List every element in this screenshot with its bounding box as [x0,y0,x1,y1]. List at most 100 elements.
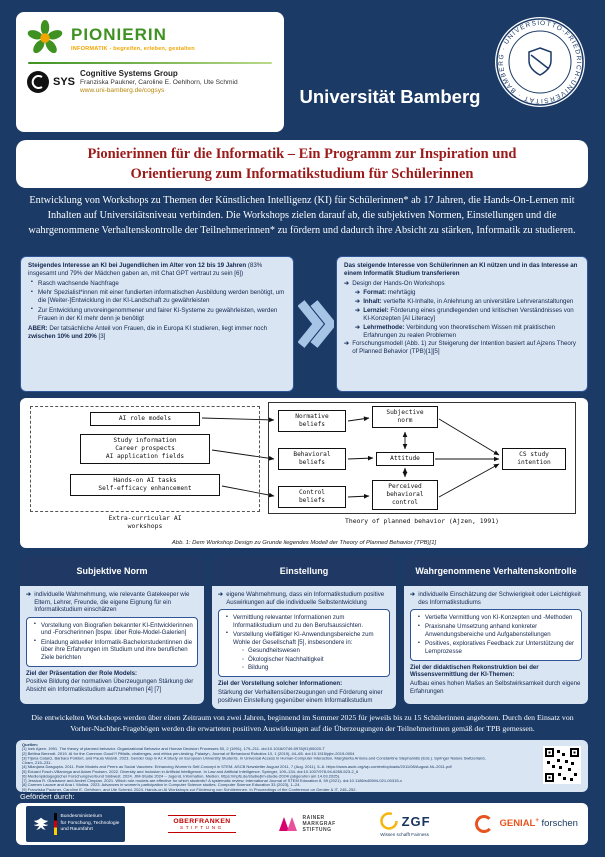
column-intro: eigene Wahrnehmung, dass ein Informatiks… [226,591,385,606]
tpb-diagram: AI role models Study information Career … [20,398,588,548]
oberfranken-wordmark: OBERFRANKEN [173,817,231,825]
goal-item: ➔ Inhalt: vertiefte KI-Inhalte, in Anleh… [355,298,580,306]
reference-item: [7] Jessica R. Gladstone and Andrei Cimp… [22,779,402,784]
interest-box: Steigendes Interesse an KI bei Jugendlic… [20,256,294,392]
node-control-beliefs: Control beliefs [278,486,346,509]
sub-bullet-item: Ökologischer Nachhaltigkeit [242,656,385,664]
column-intro: individuelle Einschätzung der Schwierigk… [418,591,581,606]
bullet-item: Rasch wachsende Nachfrage [31,279,286,288]
column-body: ➔ individuelle Wahrnehmung, wie relevant… [20,586,204,704]
aber-range: zwischen 10% und 20% [28,332,97,340]
arrow-icon: ➔ [355,323,361,331]
tpb-group-frame [268,402,576,514]
goal-item-label: Inhalt: [363,297,382,305]
column-header: Einstellung [212,556,396,586]
reference-item: [6] Medienpädagogischer Forschungsverbun… [22,774,341,779]
aber-text: Der tatsächliche Anteil von Frauen, die … [49,324,268,332]
bullet-item: Mehr Spezialist*innen mit einer fundiert… [31,289,286,305]
references-label: Quellen: [22,743,39,748]
measures-box: Vorstellung von Biografien bekannter KI-… [26,616,198,667]
interest-bullet-list: Rasch wachsende Nachfrage Mehr Spezialis… [28,279,286,323]
workshops-group-frame [30,406,260,512]
pionierin-flower-icon [27,19,63,54]
zgf-wordmark: ZGF [401,813,431,829]
cogsys-url-link[interactable]: www.uni-bamberg.de/cogsys [80,87,165,94]
goal-label: Ziel der didaktischen Rekonstruktion bei… [410,663,539,679]
bmftr-name: Bundesministerium für Forschung, Technol… [60,814,120,833]
genial-plus: + [535,818,539,825]
node-perceived-behavioral-control: Perceived behavioral control [372,480,438,511]
goal-item-text: Design der Hands-On Workshops [352,279,445,287]
cogsys-logo-text: SYS [53,75,76,88]
genial-swirl-icon [475,815,494,833]
node-subjective-norm: Subjective norm [372,406,438,429]
arrow-icon: ➔ [344,279,350,287]
goal-item-text: mehrtägig [387,288,416,296]
goal-item: ➔ Lernziel: Förderung eines grundlegende… [355,307,580,323]
reference-item: [2] Bettina Berendt. 2019. AI for the Co… [22,752,355,757]
column-verhaltenskontrolle: Wahrgenommene Verhaltenskontrolle ➔ indi… [404,556,588,704]
university-seal-icon: OTTO-FRIEDRICH-UNIVERSITÄT · BAMBERG · U… [491,11,585,107]
node-ai-role-models: AI role models [90,412,200,427]
column-body: ➔ individuelle Einschätzung der Schwieri… [404,586,588,704]
forschen-wordmark: forschen [541,818,578,830]
markgraf-name: RAINER MARKGRAF STIFTUNG [302,814,336,834]
goal-label: Ziel der Vorstellung solcher Information… [218,680,343,688]
outlook-text: Die entwickelten Workshops werden über e… [31,713,574,734]
goal-item-label: Lernziel: [363,306,389,314]
arrow-icon: ➔ [355,306,361,314]
node-normative-beliefs: Normative beliefs [278,410,346,433]
reference-item: [9] Franziska Paukner, Caroline E. Oehlh… [22,788,357,792]
bullet-item: Positives, exploratives Feedback zur Unt… [418,640,577,655]
goal-item-text: vertiefte KI-Inhalte, in Anlehnung an un… [383,297,574,305]
goal-item-label: Format: [363,288,387,296]
pionierin-tagline: INFORMATIK - begreifen, erleben, gestalt… [71,45,195,52]
figure-caption: Abb. 1: Dem Workshop Design zu Grunde li… [171,540,437,546]
node-behavioral-beliefs: Behavioral beliefs [278,448,346,471]
column-header: Subjektive Norm [20,556,204,586]
german-flag-stripe [54,813,57,835]
reference-item: [5] Eduard Fosch-Villaronga and Adam Pou… [22,770,359,775]
references-list: Quellen: [1] Icek Ajzen. 1991. The theor… [22,743,540,792]
goal-text: Positive Bildung der normativen Überzeug… [26,678,194,694]
arrow-icon: ➔ [355,288,361,296]
bullet-item: Praxisnahe Umsetzung anhand konkreter An… [418,623,577,638]
node-cs-study-intention: CS study intention [502,448,566,471]
arrow-icon: ➔ [218,591,224,598]
tpb-group-label: Theory of planned behavior (Ajzen, 1991) [345,517,499,525]
authors: Franziska Paukner, Caroline E. Oehlhorn,… [80,79,238,86]
goal-item: ➔ Forschungsmodell (Abb. 1) zur Steigeru… [344,340,580,356]
references-panel: Quellen: [1] Icek Ajzen. 1991. The theor… [16,740,588,792]
oberfranken-stiftung: STIFTUNG [180,825,224,831]
qr-code [543,746,581,784]
node-study-information: Study information Career prospects AI ap… [80,434,210,465]
strategy-columns: Subjektive Norm ➔ individuelle Wahrnehmu… [20,556,588,710]
bullet-item: Vermittlung relevanter Informationen zum… [226,614,385,629]
node-attitude: Attitude [376,452,434,467]
interest-title-detail: (83% insgesamt und 79% der Mädchen gaben… [28,262,263,277]
zgf-circle-icon [379,812,398,830]
arrow-icon: ➔ [26,591,32,598]
reference-item: [1] Icek Ajzen. 1991. The theory of plan… [22,747,325,752]
branding-card: PIONIERIN INFORMATIK - begreifen, erlebe… [16,12,284,132]
intro-text: Entwicklung von Workshops zu Themen der … [28,195,576,236]
cogsys-logo-icon [27,70,49,93]
sub-bullet-item: Gesundheitswesen [242,647,385,655]
interest-title: Steigendes Interesse an KI bei Jugendlic… [28,262,247,269]
column-subjective-norm: Subjektive Norm ➔ individuelle Wahrnehmu… [20,556,204,704]
goal-text: Stärkung der Verhaltensüberzeugungen und… [218,689,383,704]
goal-title: Das steigende Interesse von Schülerinnen… [344,262,578,277]
zgf-tagline: Wissen schafft Fairness [380,832,429,837]
bullet-text: Vorstellung vielfältiger KI-Anwendungsbe… [233,630,374,646]
column-header: Wahrgenommene Verhaltenskontrolle [404,556,588,586]
genial-wordmark: GENIAL [499,818,536,830]
measures-box: Vermittlung relevanter Informationen zum… [218,609,390,678]
university-seal: OTTO-FRIEDRICH-UNIVERSITÄT · BAMBERG · U… [491,11,586,108]
university-name: Universität Bamberg [299,86,481,107]
reference-item: [4] Nilanjana Dasgupta. 2011. Role Model… [22,765,452,770]
poster-title-card: Pionierinnen für die Informatik – Ein Pr… [16,140,588,188]
goal-item: ➔ Lehrmethode: Verbindung von theoretisc… [355,324,580,340]
chevron-right-icon [298,300,334,348]
column-intro: individuelle Wahrnehmung, wie relevante … [34,591,190,614]
